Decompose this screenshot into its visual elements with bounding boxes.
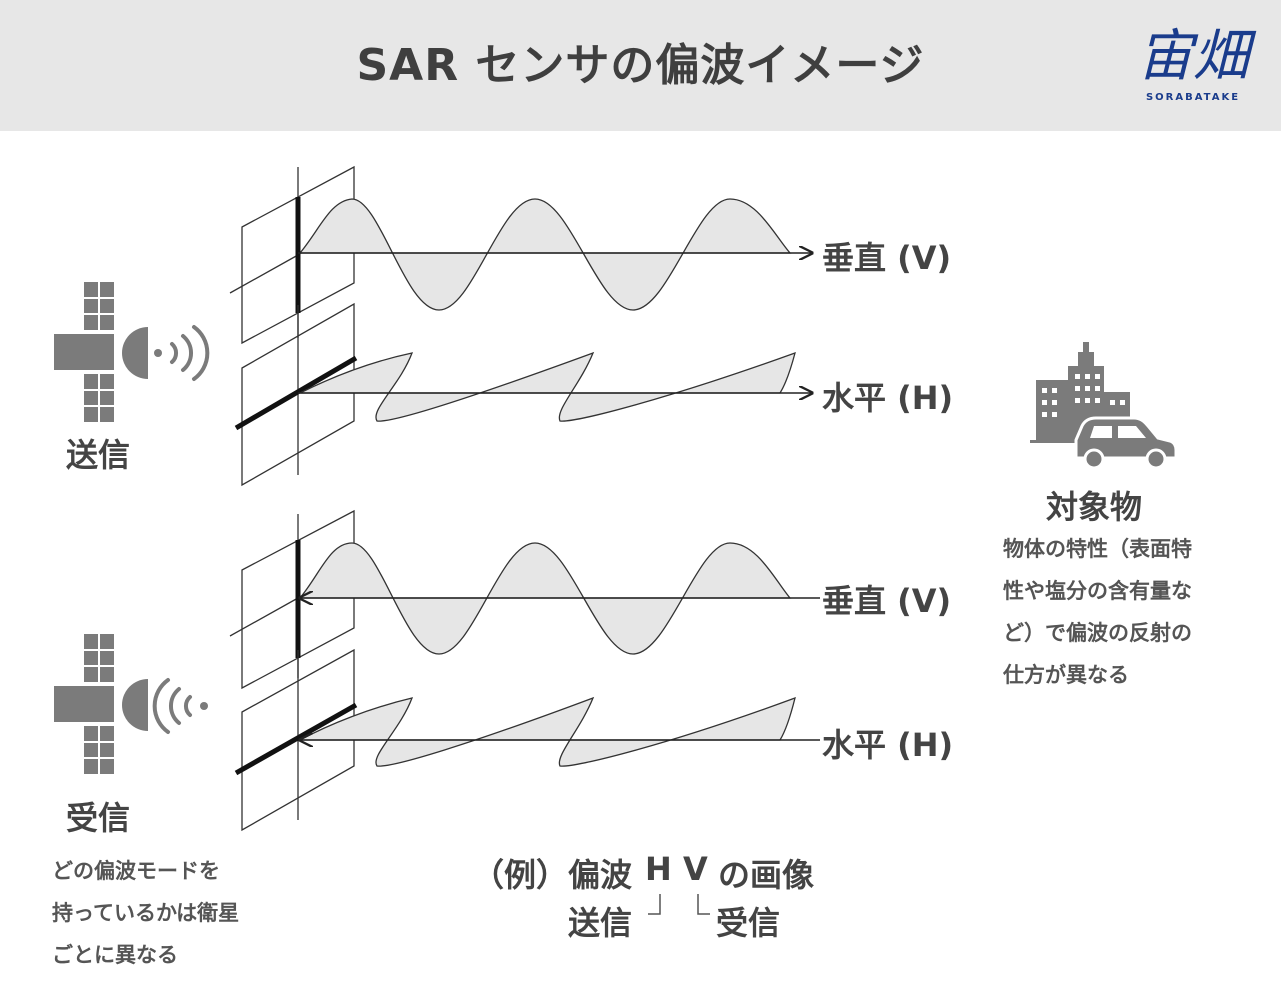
example-suffix: の画像 (718, 856, 815, 894)
transmit-label: 送信 (66, 436, 131, 474)
receive-horizontal-polarization-bar (234, 702, 358, 776)
building-icon (1030, 342, 1134, 443)
transmit-horizontal-polarization-bar (234, 355, 358, 431)
receive-label: 受信 (66, 799, 131, 837)
logo-mark: 宙畑 (1137, 24, 1249, 89)
logo-subtitle: SORABATAKE (1145, 92, 1241, 103)
logo: 宙畑 SORABATAKE (1128, 24, 1258, 106)
transmit-vertical-plane (229, 165, 359, 345)
receive-horizontal-label: 水平 (H) (822, 726, 954, 764)
example-brackets (648, 894, 710, 915)
example-send: 送信 (568, 904, 633, 942)
receive-vertical-plane (229, 509, 359, 690)
example-receive: 受信 (716, 904, 781, 942)
receive-horizontal-wave (299, 696, 796, 767)
page-title: SAR センサの偏波イメージ (356, 40, 925, 91)
transmit-horizontal-label: 水平 (H) (822, 379, 954, 417)
receive-note: どの偏波モードを 持っているかは衛星 ごとに異なる (52, 859, 240, 967)
example-v: V (683, 850, 708, 888)
polarization-diagram (54, 165, 1178, 915)
example-prefix: （例）偏波 (472, 856, 633, 894)
receive-vertical-wave (298, 542, 792, 655)
transmit-signal-waves-icon (154, 325, 210, 381)
car-icon (1074, 416, 1178, 470)
header-bar (0, 0, 1281, 131)
receive-vertical-label: 垂直 (V) (822, 582, 952, 620)
receive-satellite-icon (54, 634, 148, 774)
transmit-horizontal-wave (299, 351, 796, 422)
receive-signal-waves-icon (152, 678, 208, 734)
transmit-vertical-label: 垂直 (V) (822, 239, 952, 277)
target-description: 物体の特性（表面特 性や塩分の含有量な ど）で偏波の反射の 仕方が異なる (1003, 537, 1192, 687)
transmit-satellite-icon (54, 282, 148, 422)
target-label: 対象物 (1046, 488, 1143, 526)
example-h: H (645, 850, 672, 888)
transmit-vertical-wave (298, 198, 792, 311)
